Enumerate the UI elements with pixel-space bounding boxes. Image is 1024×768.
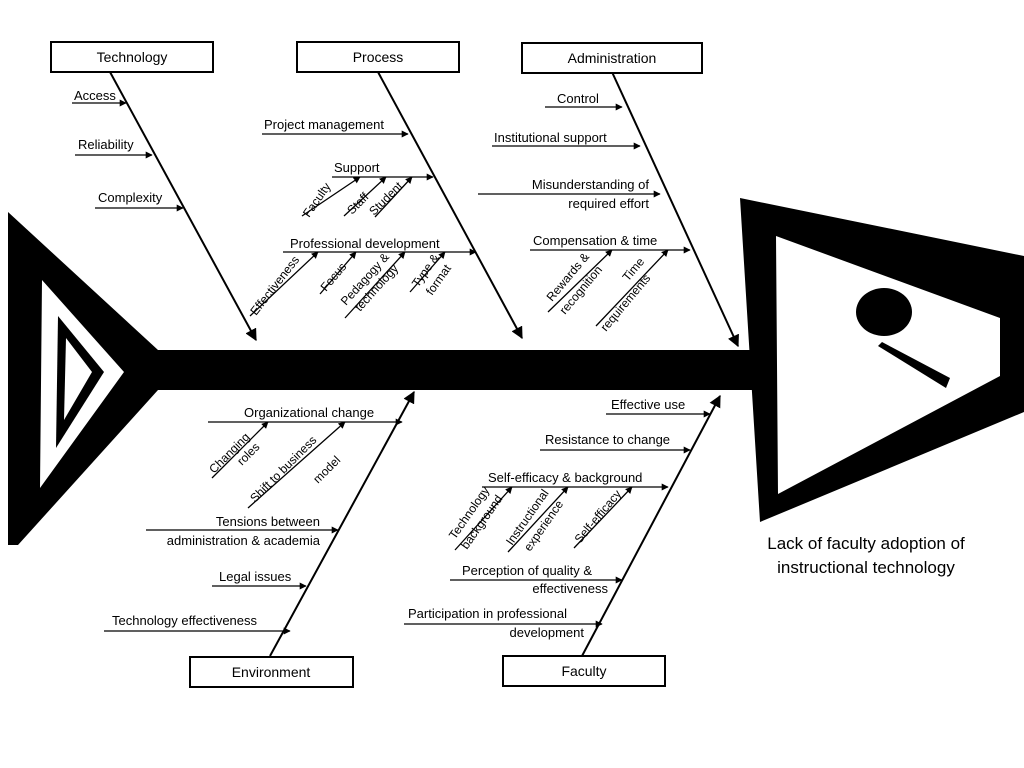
cause-legal-issues: Legal issues	[212, 569, 307, 590]
cause-misunderstanding-line1: Misunderstanding of	[532, 177, 649, 192]
cause-reliability-label: Reliability	[78, 137, 134, 152]
cause-resistance-to-change: Resistance to change	[540, 432, 691, 454]
fish-mouth-icon	[878, 342, 950, 388]
cause-access: Access	[72, 88, 127, 107]
category-environment: Environment	[189, 656, 354, 688]
cause-self-efficacy-background-label: Self-efficacy & background	[488, 470, 642, 485]
fish-eye-icon	[856, 288, 912, 336]
sub-shift-model-line2: model	[310, 453, 343, 486]
effect-label: Lack of faculty adoption of instructiona…	[767, 534, 965, 577]
effect-line2: instructional technology	[777, 558, 955, 577]
cause-tensions-line2: administration & academia	[167, 533, 321, 548]
cause-legal-issues-label: Legal issues	[219, 569, 292, 584]
cause-misunderstanding-line2: required effort	[568, 196, 649, 211]
cause-participation-line2: development	[510, 625, 585, 640]
sub-support-student: Student	[366, 178, 406, 218]
cause-project-management-label: Project management	[264, 117, 384, 132]
category-technology: Technology	[50, 41, 214, 73]
bone-faculty	[581, 394, 721, 657]
cause-support: Support Faculty Staff Student	[300, 160, 434, 220]
cause-project-management: Project management	[262, 117, 409, 138]
cause-perception-quality: Perception of quality & effectiveness	[450, 563, 623, 596]
fish-tail-icon	[8, 212, 158, 545]
sub-self-efficacy: Self-efficacy	[572, 487, 625, 546]
cause-control: Control	[545, 91, 623, 111]
cause-participation-pd: Participation in professional developmen…	[404, 606, 603, 640]
cause-reliability: Reliability	[75, 137, 153, 159]
cause-technology-effectiveness-label: Technology effectiveness	[112, 613, 258, 628]
bone-administration	[611, 71, 739, 348]
cause-compensation-time: Compensation & time Rewards & recognitio…	[530, 233, 691, 334]
category-process-label: Process	[353, 49, 404, 65]
cause-professional-development: Professional development Effectiveness F…	[247, 236, 477, 319]
category-administration: Administration	[521, 42, 703, 74]
cause-organizational-change: Organizational change Changing roles Shi…	[206, 405, 403, 509]
cause-tensions-line1: Tensions between	[216, 514, 320, 529]
bone-technology	[109, 71, 257, 342]
cause-access-label: Access	[74, 88, 116, 103]
fish-head-icon	[740, 198, 1024, 522]
cause-effective-use-label: Effective use	[611, 397, 685, 412]
cause-misunderstanding: Misunderstanding of required effort	[478, 177, 661, 211]
cause-compensation-time-label: Compensation & time	[533, 233, 657, 248]
category-faculty: Faculty	[502, 655, 666, 687]
sub-shift-model-line1: Shift to business	[247, 433, 319, 505]
cause-self-efficacy-background: Self-efficacy & background Technology ba…	[446, 470, 669, 554]
sub-pd-focus: Focus	[318, 260, 350, 294]
cause-technology-effectiveness: Technology effectiveness	[104, 613, 291, 635]
cause-support-label: Support	[334, 160, 380, 175]
bone-process	[377, 71, 523, 340]
cause-institutional-support: Institutional support	[492, 130, 641, 150]
cause-tensions: Tensions between administration & academ…	[146, 514, 339, 548]
category-administration-label: Administration	[568, 50, 657, 66]
sub-pd-effectiveness: Effectiveness	[247, 253, 302, 318]
cause-complexity: Complexity	[95, 190, 184, 212]
category-faculty-label: Faculty	[561, 663, 606, 679]
cause-institutional-support-label: Institutional support	[494, 130, 607, 145]
category-process: Process	[296, 41, 460, 73]
cause-resistance-to-change-label: Resistance to change	[545, 432, 670, 447]
category-technology-label: Technology	[97, 49, 168, 65]
cause-control-label: Control	[557, 91, 599, 106]
cause-perception-line1: Perception of quality &	[462, 563, 592, 578]
bone-environment	[269, 390, 415, 657]
cause-complexity-label: Complexity	[98, 190, 163, 205]
cause-participation-line1: Participation in professional	[408, 606, 567, 621]
cause-organizational-change-label: Organizational change	[244, 405, 374, 420]
cause-perception-line2: effectiveness	[532, 581, 608, 596]
category-environment-label: Environment	[232, 664, 311, 680]
sub-support-faculty: Faculty	[300, 180, 334, 220]
fish-spine	[140, 350, 760, 390]
cause-effective-use: Effective use	[606, 397, 711, 418]
cause-professional-development-label: Professional development	[290, 236, 440, 251]
effect-line1: Lack of faculty adoption of	[767, 534, 965, 553]
